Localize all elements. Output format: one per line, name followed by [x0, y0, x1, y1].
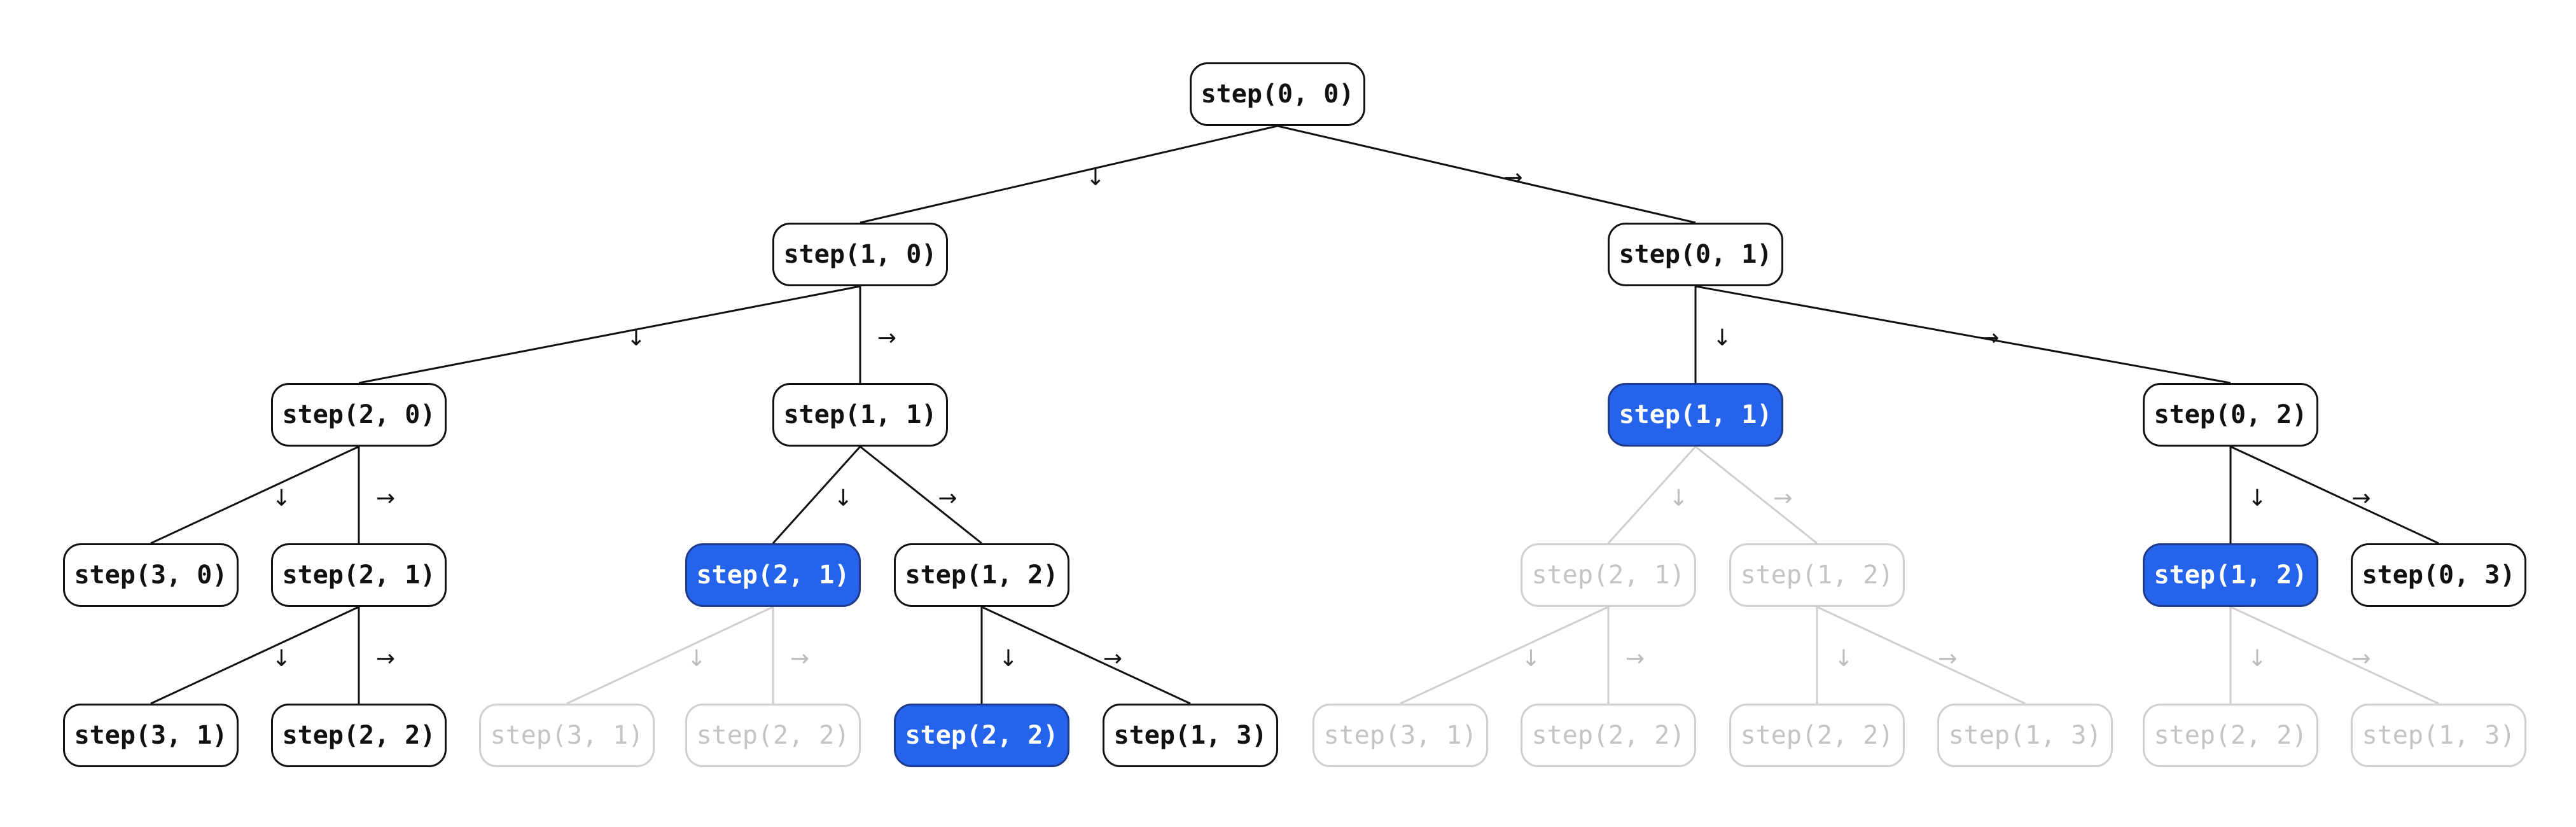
- tree-node-pruned: step(1, 3): [2351, 704, 2526, 767]
- tree-edge: [1695, 285, 2231, 384]
- tree-node: step(3, 0): [63, 543, 239, 607]
- tree-edge: [566, 606, 774, 705]
- tree-node-pruned: step(3, 1): [479, 704, 655, 767]
- down-arrow-icon: ↓: [998, 646, 1019, 672]
- down-arrow-icon: ↓: [833, 485, 853, 511]
- down-arrow-icon: ↓: [272, 485, 291, 511]
- right-arrow-icon: →: [877, 325, 897, 351]
- down-arrow-icon: ↓: [1669, 485, 1688, 511]
- right-arrow-icon: →: [375, 646, 396, 672]
- tree-node-memoized: step(1, 2): [2143, 543, 2318, 607]
- down-arrow-icon: ↓: [1834, 646, 1854, 672]
- tree-node-pruned: step(2, 2): [1521, 704, 1696, 767]
- down-arrow-icon: ↓: [626, 325, 646, 351]
- tree-node-pruned: step(1, 2): [1729, 543, 1905, 607]
- right-arrow-icon: →: [375, 485, 396, 511]
- tree-edge: [860, 125, 1278, 224]
- tree-node: step(0, 1): [1608, 223, 1783, 286]
- tree-edge: [2230, 445, 2439, 545]
- tree-node-memoized: step(2, 1): [685, 543, 861, 607]
- tree-edge: [860, 445, 982, 545]
- tree-edge: [1607, 445, 1697, 545]
- tree-node: step(2, 0): [271, 383, 447, 447]
- tree-node-pruned: step(1, 3): [1937, 704, 2113, 767]
- tree-node-memoized: step(1, 1): [1608, 383, 1783, 447]
- tree-node-pruned: step(3, 1): [1312, 704, 1488, 767]
- right-arrow-icon: →: [790, 646, 810, 672]
- down-arrow-icon: ↓: [1521, 646, 1541, 672]
- tree-edge: [150, 445, 359, 545]
- down-arrow-icon: ↓: [686, 646, 707, 672]
- right-arrow-icon: →: [2351, 646, 2371, 672]
- down-arrow-icon: ↓: [1712, 325, 1732, 351]
- tree-node: step(0, 0): [1190, 62, 1365, 126]
- tree-node: step(3, 1): [63, 704, 239, 767]
- right-arrow-icon: →: [1938, 646, 1958, 672]
- tree-node-pruned: step(2, 1): [1521, 543, 1696, 607]
- tree-edge: [981, 606, 1191, 705]
- tree-node-pruned: step(2, 2): [685, 704, 861, 767]
- down-arrow-icon: ↓: [272, 646, 291, 672]
- tree-node: step(1, 1): [772, 383, 948, 447]
- tree-node: step(1, 2): [894, 543, 1069, 607]
- tree-node: step(2, 2): [271, 704, 447, 767]
- tree-node: step(1, 0): [772, 223, 948, 286]
- right-arrow-icon: →: [1980, 325, 2000, 351]
- right-arrow-icon: →: [1625, 646, 1645, 672]
- tree-edge: [358, 285, 861, 384]
- right-arrow-icon: →: [1503, 165, 1523, 191]
- tree-edge: [1816, 606, 2026, 705]
- tree-edge: [150, 606, 359, 705]
- tree-node: step(0, 2): [2143, 383, 2318, 447]
- tree-node-pruned: step(2, 2): [2143, 704, 2318, 767]
- tree-node-memoized: step(2, 2): [894, 704, 1069, 767]
- right-arrow-icon: →: [1773, 485, 1793, 511]
- down-arrow-icon: ↓: [2247, 485, 2267, 511]
- right-arrow-icon: →: [2351, 485, 2371, 511]
- tree-node: step(2, 1): [271, 543, 447, 607]
- down-arrow-icon: ↓: [2247, 646, 2267, 672]
- tree-edge: [2230, 606, 2439, 705]
- tree-edge: [1277, 125, 1696, 224]
- tree-edge: [1695, 445, 1818, 545]
- tree-node: step(0, 3): [2351, 543, 2526, 607]
- right-arrow-icon: →: [938, 485, 957, 511]
- tree-edge: [1400, 606, 1609, 705]
- right-arrow-icon: →: [1103, 646, 1123, 672]
- down-arrow-icon: ↓: [1085, 165, 1106, 191]
- tree-node-pruned: step(2, 2): [1729, 704, 1905, 767]
- tree-edge: [772, 445, 861, 545]
- tree-node: step(1, 3): [1103, 704, 1278, 767]
